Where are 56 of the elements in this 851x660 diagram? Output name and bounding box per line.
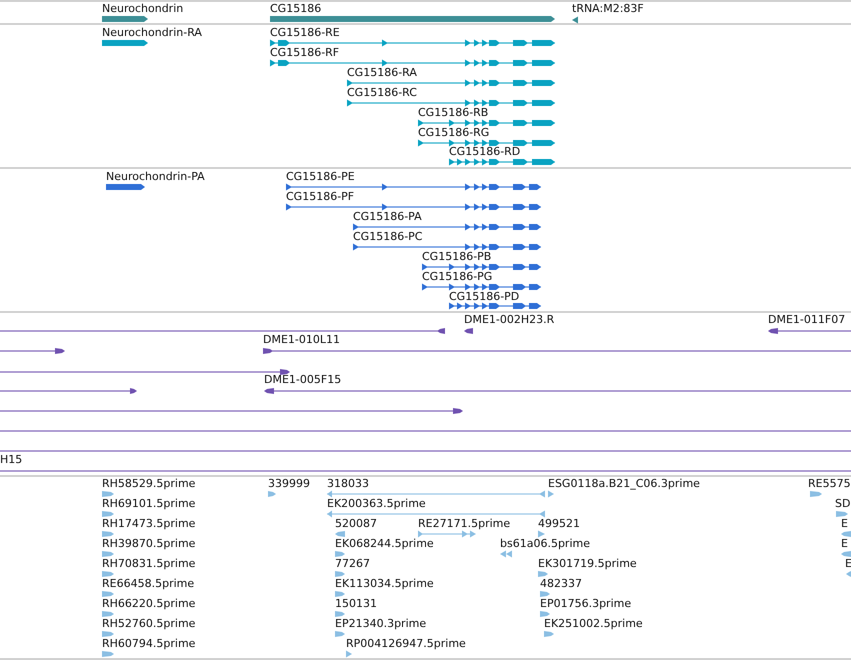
feature-label: CG15186-PD [449, 291, 520, 303]
feature-label: RH58529.5prime [102, 478, 196, 490]
feature-label: RH60794.5prime [102, 638, 196, 650]
feature-label: E [841, 538, 848, 550]
feature-label: Neurochondrin [102, 3, 184, 15]
feature-label: 482337 [540, 578, 582, 590]
feature-label: DME1-010L11 [263, 334, 340, 346]
feature-label: DME1-011F07 [768, 314, 846, 326]
feature-label: EK200363.5prime [327, 498, 426, 510]
feature-label: RH39870.5prime [102, 538, 196, 550]
feature-label: CG15186-RC [347, 87, 417, 99]
feature-label: RE66458.5prime [102, 578, 194, 590]
feature-label: ESG0118a.B21_C06.3prime [548, 478, 700, 490]
feature-label: CG15186-RF [270, 47, 340, 59]
feature-label: CG15186-RG [418, 127, 490, 139]
feature-label: RH52760.5prime [102, 618, 196, 630]
feature-label: CG15186-PC [353, 231, 422, 243]
feature-label: CG15186 [270, 3, 322, 15]
feature-label: E [845, 558, 851, 570]
feature-label: EK301719.5prime [538, 558, 637, 570]
feature-label: EK251002.5prime [544, 618, 643, 630]
feature-label: DME1-002H23.R [464, 314, 554, 326]
feature-label: CG15186-RA [347, 67, 417, 79]
feature-label: H15 [0, 454, 22, 466]
feature-label: 318033 [327, 478, 369, 490]
feature-label: CG15186-PF [286, 191, 354, 203]
feature-label: RH17473.5prime [102, 518, 196, 530]
feature-label: E [841, 518, 848, 530]
feature-label: 77267 [335, 558, 370, 570]
feature-label: 520087 [335, 518, 377, 530]
feature-label: tRNA:M2:83F [572, 3, 644, 15]
feature-label: 339999 [268, 478, 310, 490]
feature-label: CG15186-RE [270, 27, 340, 39]
feature-label: 150131 [335, 598, 377, 610]
feature-label: CG15186-RD [449, 146, 520, 158]
feature-label: RH66220.5prime [102, 598, 196, 610]
feature-label: EP01756.3prime [540, 598, 632, 610]
feature-label: RE27171.5prime [418, 518, 510, 530]
feature-label: CG15186-PA [353, 211, 422, 223]
feature-label: CG15186-PE [286, 171, 355, 183]
feature-label: bs61a06.5prime [500, 538, 590, 550]
feature-label: EK068244.5prime [335, 538, 434, 550]
feature-label: RE5575 [808, 478, 851, 490]
feature-label: Neurochondrin-RA [102, 27, 202, 39]
feature-label: RH69101.5prime [102, 498, 196, 510]
feature-label: CG15186-PG [422, 271, 492, 283]
feature-label: RP004126947.5prime [346, 638, 466, 650]
feature-label: DME1-005F15 [264, 374, 342, 386]
feature-label: EP21340.3prime [335, 618, 426, 630]
feature-label: Neurochondrin-PA [106, 171, 205, 183]
feature-label: CG15186-PB [422, 251, 492, 263]
feature-label: RH70831.5prime [102, 558, 196, 570]
feature-label: SD [835, 498, 850, 510]
feature-label: CG15186-RB [418, 107, 488, 119]
feature-label: 499521 [538, 518, 580, 530]
feature-label: EK113034.5prime [335, 578, 434, 590]
